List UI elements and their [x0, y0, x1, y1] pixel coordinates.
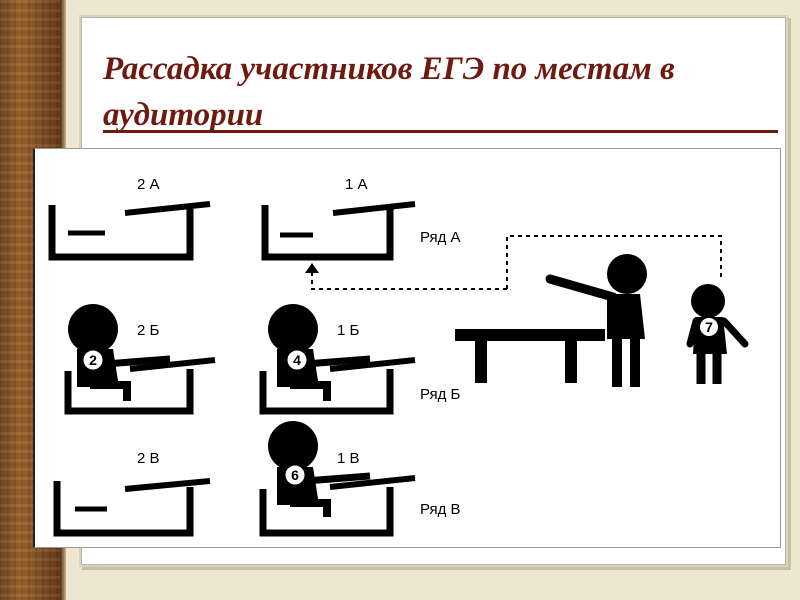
desk-2v [53, 478, 211, 537]
seat-label-1b: 1 Б [337, 322, 360, 339]
seat-label-1a: 1 А [345, 176, 368, 193]
badge-4 [284, 347, 310, 373]
row-label-a: Ряд А [420, 229, 461, 246]
badge-6 [282, 462, 308, 488]
teacher-desk [455, 329, 605, 383]
seat-label-1v: 1 В [337, 450, 360, 467]
row-label-b: Ряд Б [420, 386, 461, 403]
badge-2 [80, 347, 106, 373]
seating-diagram: 2 А 1 А Ряд А 2 2 Б [33, 148, 781, 548]
badge-2-number: 2 [89, 352, 97, 368]
title-underline [103, 130, 778, 133]
desk-2b [64, 357, 216, 415]
seat-label-2v: 2 В [137, 450, 160, 467]
participant-1v [268, 421, 371, 517]
row-label-v: Ряд В [420, 501, 461, 518]
desk-1b [259, 357, 416, 415]
dashed-route-left [311, 267, 507, 290]
slide-title: Рассадка участников ЕГЭ по местам в ауди… [103, 51, 675, 133]
badge-7 [698, 316, 720, 338]
dashed-route-top [506, 235, 722, 289]
organizer-figure [545, 254, 647, 387]
arrow-icon [305, 263, 319, 273]
desk-1v [259, 475, 416, 537]
desk-2a [48, 201, 211, 261]
seating-diagram-svg: 2 А 1 А Ряд А 2 2 Б [48, 176, 749, 537]
desk-1a [261, 201, 416, 261]
badge-4-number: 4 [293, 352, 301, 368]
badge-6-number: 6 [291, 467, 299, 483]
badge-7-number: 7 [705, 319, 713, 335]
seat-label-2b: 2 Б [137, 322, 160, 339]
observer-figure [686, 284, 749, 384]
seat-label-2a: 2 А [137, 176, 160, 193]
participant-1b [268, 304, 371, 401]
